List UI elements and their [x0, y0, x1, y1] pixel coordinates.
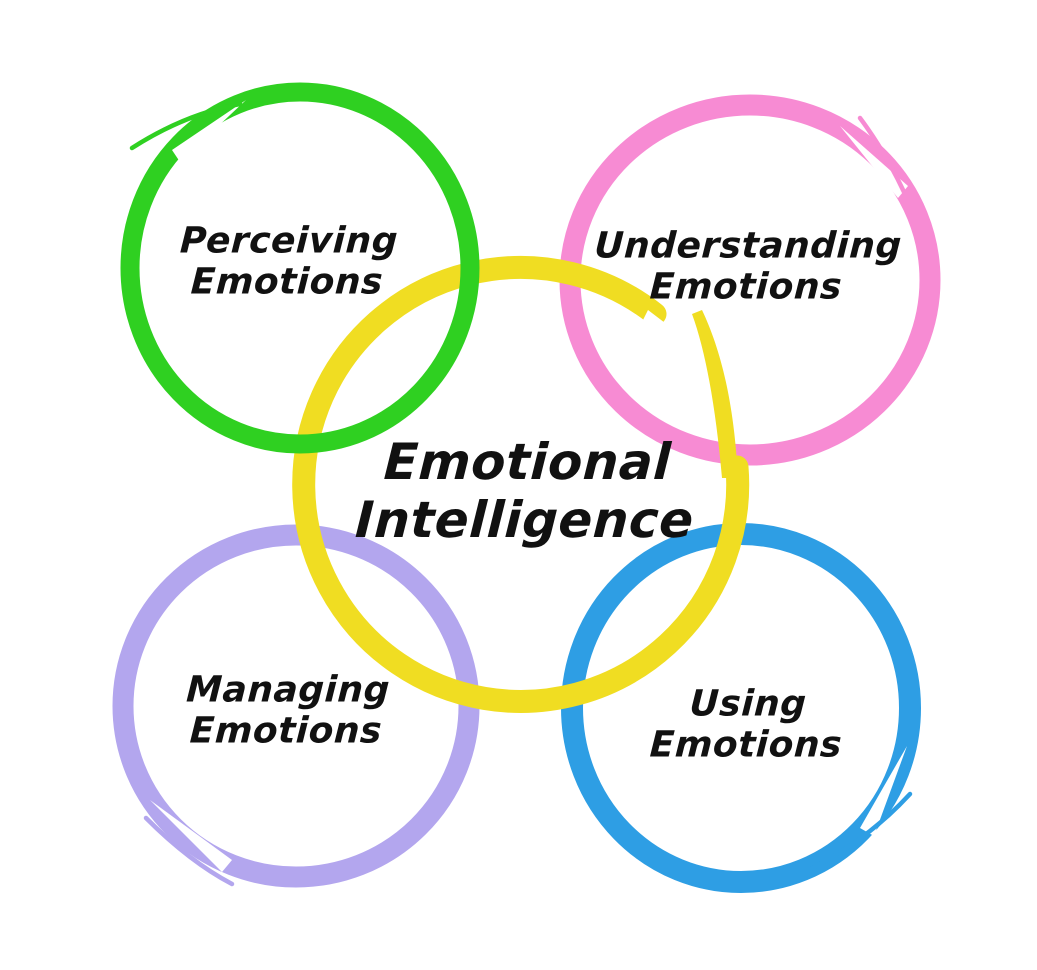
perceiving-emotions-label: Perceiving Emotions [177, 220, 400, 302]
managing-emotions-label: Managing Emotions [183, 669, 391, 751]
using-emotions-line2: Emotions [648, 724, 844, 765]
green-brush-flick [129, 101, 243, 151]
perceiving-emotions-ring [120, 82, 480, 454]
yellow-brush-notch [642, 310, 690, 342]
green-brush-notch [172, 100, 246, 162]
pink-brush-notch [840, 126, 908, 198]
using-emotions-label: Using Emotions [648, 683, 845, 765]
perceiving-emotions-line1: Perceiving [179, 220, 400, 262]
perceiving-emotions-line2: Emotions [189, 261, 385, 302]
managing-emotions-line1: Managing [185, 669, 391, 711]
purple-brush-notch [150, 800, 232, 872]
emotional-intelligence-line2: Intelligence [353, 491, 696, 549]
blue-brush-notch [860, 746, 907, 836]
using-emotions-line1: Using [688, 683, 808, 725]
yellow-brush-taper [692, 310, 738, 478]
purple-brush-flick [143, 815, 235, 887]
emotional-intelligence-line1: Emotional [382, 433, 673, 491]
managing-emotions-line2: Emotions [188, 710, 384, 751]
blue-brush-flick [793, 791, 913, 879]
understanding-emotions-line2: Emotions [648, 266, 844, 307]
understanding-emotions-label: Understanding Emotions [591, 225, 903, 307]
pink-brush-flick [857, 115, 907, 195]
understanding-emotions-line1: Understanding [593, 225, 903, 267]
perceiving-emotions-circle [120, 82, 480, 454]
emotional-intelligence-label: Emotional Intelligence [354, 433, 698, 549]
